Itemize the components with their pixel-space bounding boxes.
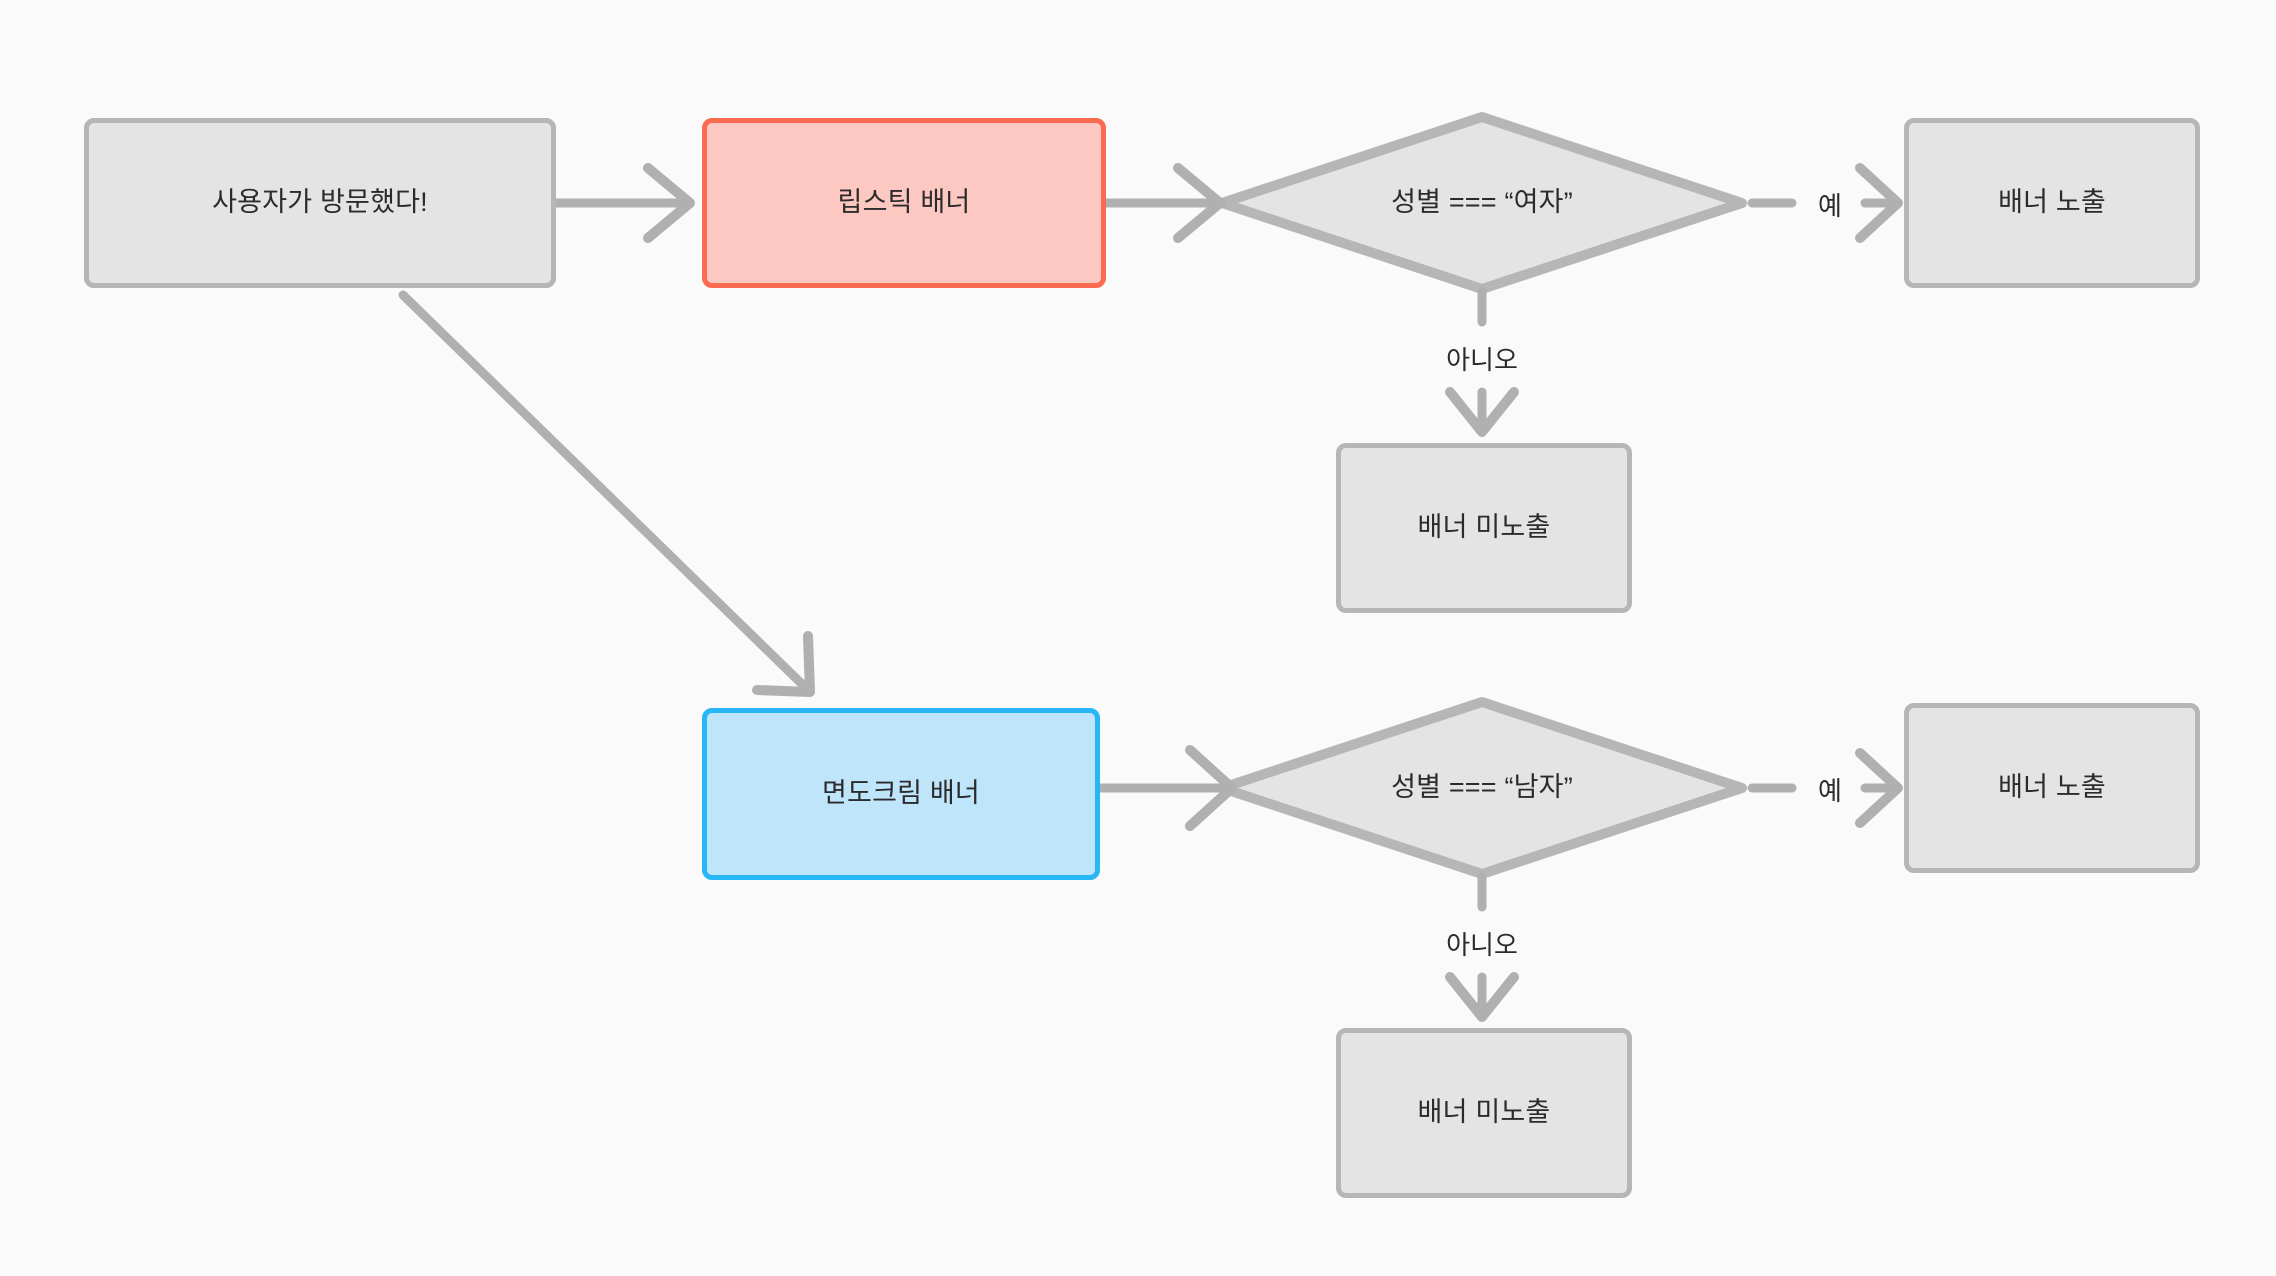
edge-start-to-shavecream [398,290,815,697]
node-lipstick-banner[interactable]: 립스틱 배너 [702,118,1106,288]
node-hide-banner-top[interactable]: 배너 미노출 [1336,443,1632,613]
edge-label-no-top: 아니오 [1446,345,1518,375]
edge-lipstick-to-cond-female [1101,163,1227,243]
node-show-banner-bottom[interactable]: 배너 노출 [1904,703,2200,873]
node-start-label: 사용자가 방문했다! [212,187,428,218]
node-condition-male-label: 성별 === “남자” [1391,772,1573,803]
node-hide-banner-bottom-label: 배너 미노출 [1417,1097,1551,1128]
node-show-banner-bottom-label: 배너 노출 [1998,772,2106,803]
node-lipstick-banner-label: 립스틱 배너 [837,187,971,218]
edge-shavecream-to-cond-male [1095,745,1237,831]
node-shaving-cream-banner[interactable]: 면도크림 배너 [702,708,1100,880]
node-condition-female-label: 성별 === “여자” [1391,187,1573,218]
edge-label-yes-bottom: 예 [1818,776,1842,806]
node-start[interactable]: 사용자가 방문했다! [84,118,556,288]
node-hide-banner-bottom[interactable]: 배너 미노출 [1336,1028,1632,1198]
edge-label-no-bottom: 아니오 [1446,930,1518,960]
node-hide-banner-top-label: 배너 미노출 [1417,512,1551,543]
node-condition-male[interactable]: 성별 === “남자” [1222,702,1742,874]
node-condition-female[interactable]: 성별 === “여자” [1222,117,1742,289]
edge-start-to-lipstick [551,163,695,243]
edge-label-yes-top: 예 [1818,191,1842,221]
node-shaving-cream-banner-label: 면도크림 배너 [822,778,980,809]
node-show-banner-top[interactable]: 배너 노출 [1904,118,2200,288]
node-show-banner-top-label: 배너 노출 [1998,187,2106,218]
